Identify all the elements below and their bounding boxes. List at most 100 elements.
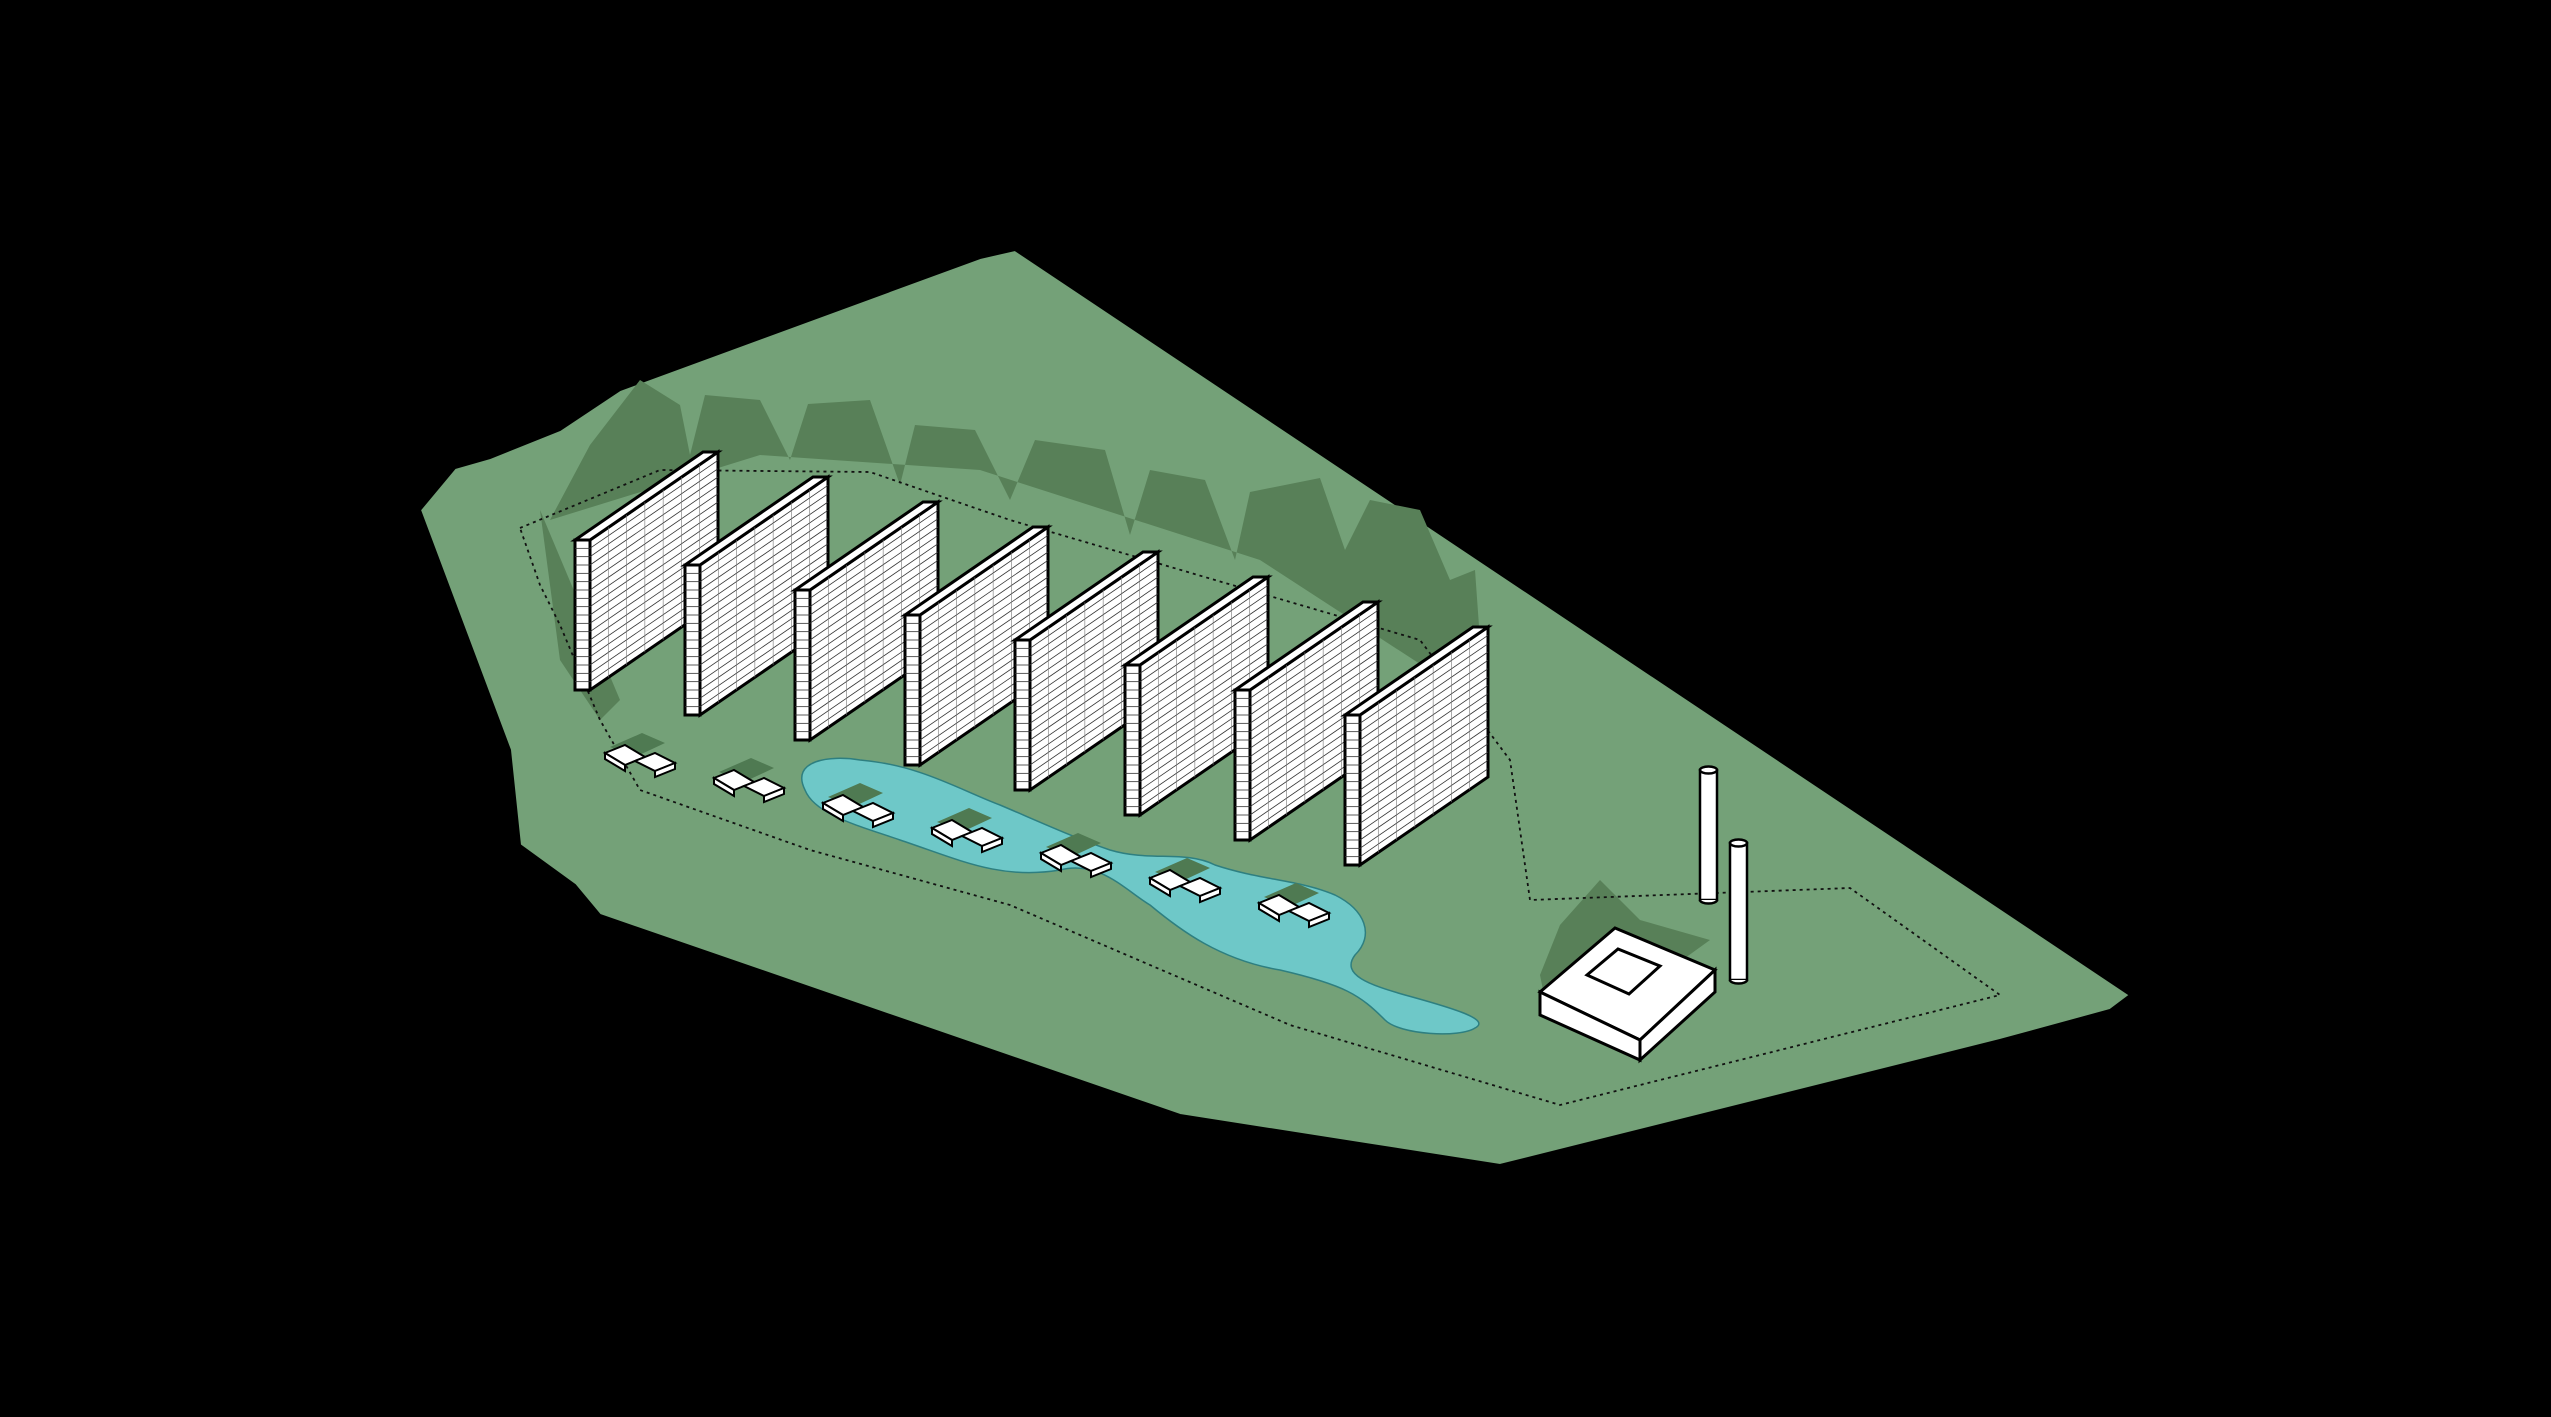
slab-floor-line (589, 518, 719, 607)
slab-floor-line (919, 543, 1049, 632)
slab-floor-line (1029, 626, 1159, 716)
slab-floor-line (919, 610, 1049, 699)
slab-floor-line (1359, 710, 1489, 799)
slab-floor-line (919, 568, 1049, 657)
slab-building-6 (1120, 574, 1273, 818)
slab-floor-line (1139, 610, 1269, 699)
pavilion-4 (929, 808, 1005, 854)
slab-roof (1010, 550, 1163, 642)
slab-floor-line (1029, 601, 1159, 691)
slab-floor-line (809, 543, 939, 632)
slab-floor-line (1139, 618, 1269, 707)
slab-floor-line (1359, 668, 1489, 757)
slab-floor-line (1029, 635, 1159, 724)
slab-floor-line (1139, 635, 1269, 724)
slab-floor-line (589, 460, 719, 549)
slab-floor-line (919, 585, 1049, 674)
slab-floor-line (1249, 643, 1379, 732)
slab-building-4 (900, 524, 1053, 768)
pavilion-6 (1147, 858, 1223, 904)
slab-floor-line (1249, 635, 1379, 724)
slab-floor-line (699, 543, 829, 632)
slab-floor-line (809, 518, 939, 607)
slab-floor-line (699, 551, 829, 641)
pavilion-front-face (1149, 876, 1171, 898)
slab-floor-line (1359, 726, 1489, 816)
slab-floor-line (1359, 760, 1489, 849)
slab-floor-line (809, 568, 939, 657)
slab-floor-line (809, 535, 939, 624)
slab-floor-line (1359, 635, 1489, 724)
slab-floor-line (699, 526, 829, 616)
slab-floor-line (1359, 701, 1489, 791)
slab-floor-line (589, 493, 719, 582)
slab-building-8 (1340, 624, 1493, 868)
chimney-left (1698, 765, 1719, 905)
slab-roof (680, 475, 833, 567)
slab-floor-line (699, 510, 829, 599)
slab-floor-line (1029, 593, 1159, 682)
slab-floor-line (809, 526, 939, 616)
slab-floor-line (1139, 651, 1269, 741)
pavilion-front-face (822, 801, 844, 823)
pavilion-front-face (1258, 901, 1280, 923)
slab-floor-line (1249, 668, 1379, 757)
plant-side-right (1638, 966, 1717, 1064)
pavilion-front-face (604, 751, 626, 773)
slab-floor-line (1359, 718, 1489, 807)
slab-floor-line (1249, 660, 1379, 749)
slab-roof (1120, 575, 1273, 667)
slab-floor-line (1139, 626, 1269, 716)
slab-floor-line (1249, 618, 1379, 707)
pavilion-2 (711, 758, 787, 804)
slab-floor-line (919, 560, 1049, 649)
slab-floor-line (589, 501, 719, 591)
slab-floor-line (1029, 585, 1159, 674)
pavilion-front-face-right (1199, 886, 1221, 904)
slab-floor-line (1029, 576, 1159, 666)
slab-floor-line (589, 476, 719, 566)
pavilion-front-face (713, 776, 735, 798)
slab-floor-line (1359, 685, 1489, 774)
slab-floor-line (1139, 601, 1269, 691)
slab-floor-line (1249, 626, 1379, 716)
slab-floor-line (1249, 651, 1379, 741)
slab-floor-line (589, 510, 719, 599)
slab-floor-line (1359, 660, 1489, 749)
power-plant (1537, 926, 1718, 1064)
slab-floor-line (1359, 751, 1489, 841)
slab-floor-line (1359, 693, 1489, 782)
pavilions (602, 733, 1332, 929)
slab-floor-line (1359, 743, 1489, 832)
slab-floor-line (809, 585, 939, 674)
pavilion-7 (1256, 883, 1332, 929)
pavilion-front-face (931, 826, 953, 848)
slab-floor-line (1359, 643, 1489, 732)
slab-floor-line (589, 485, 719, 574)
slab-floor-line (919, 551, 1049, 641)
pavilion-1 (602, 733, 678, 779)
slab-floor-line (809, 576, 939, 666)
slab-floor-line (1029, 610, 1159, 699)
slab-floor-line (1359, 651, 1489, 741)
slab-floor-line (589, 535, 719, 624)
slab-roof (790, 500, 943, 592)
slab-roof (570, 450, 723, 542)
chimney-right (1728, 838, 1749, 985)
pavilion-front-face (1040, 851, 1062, 873)
pavilion-front-face-right (872, 811, 894, 829)
slab-floor-line (919, 593, 1049, 682)
pavilion-front-face-right (763, 786, 785, 804)
slab-floor-line (1029, 618, 1159, 707)
slab-floor-line (919, 576, 1049, 666)
slab-floor-line (1359, 735, 1489, 824)
slab-floor-line (699, 485, 829, 574)
slab-floor-line (589, 526, 719, 616)
site-boundary (518, 469, 2003, 1106)
slab-floor-line (1359, 676, 1489, 766)
slab-floor-line (1029, 560, 1159, 649)
slab-floor-line (1359, 768, 1489, 857)
slab-floor-line (1249, 685, 1379, 774)
pavilion-front-face-right (1090, 861, 1112, 879)
